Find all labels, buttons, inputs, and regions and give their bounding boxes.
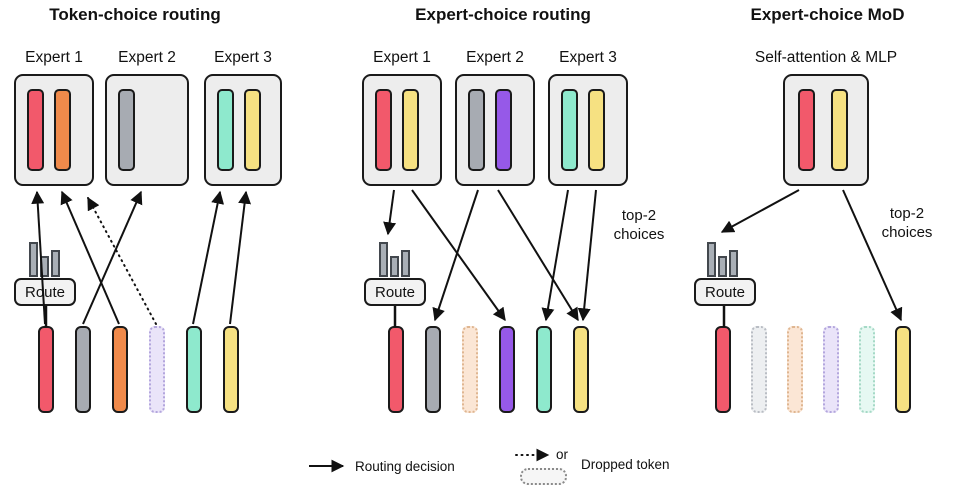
hist-bar (401, 250, 410, 277)
routing-arrow (82, 190, 143, 325)
token-red (38, 326, 54, 413)
token-dropped-peach (787, 326, 803, 413)
expert-slot-orange (54, 89, 71, 171)
token-dropped-lavender (823, 326, 839, 413)
token-red (388, 326, 404, 413)
top2-choices-annotation: top-2 choices (881, 205, 933, 241)
routing-arrow (411, 189, 506, 322)
hist-bar (379, 242, 388, 277)
token-red (715, 326, 731, 413)
panel-title-expert-choice-mod: Expert-choice MoD (750, 5, 905, 24)
token-teal (186, 326, 202, 413)
token-yellow (895, 326, 911, 413)
routing-arrow (577, 189, 597, 322)
token-dropped-lavender (149, 326, 165, 413)
routing-arrow (192, 190, 225, 325)
hist-bar (729, 250, 738, 277)
router-histogram-icon (379, 242, 410, 277)
self-attention-mlp-box (783, 74, 869, 186)
route-box: Route (14, 278, 76, 306)
expert-slot-yellow (402, 89, 419, 171)
expert-2-label: Expert 2 (466, 49, 524, 66)
expert-box-3 (204, 74, 282, 186)
expert-slot-teal (561, 89, 578, 171)
expert-slot-purple (495, 89, 512, 171)
dropped-token-arrow (87, 196, 157, 325)
legend-dropped-token-box (520, 468, 567, 485)
expert-slot-red (375, 89, 392, 171)
routing-arrow (383, 189, 397, 236)
hist-bar (707, 242, 716, 277)
route-box: Route (694, 278, 756, 306)
expert-3-label: Expert 3 (559, 49, 617, 66)
hist-bar (718, 256, 727, 277)
expert-slot-red (798, 89, 815, 171)
expert-slot-gray (118, 89, 135, 171)
hist-bar (40, 256, 49, 277)
expert-slot-yellow (831, 89, 848, 171)
routing-arrow (541, 189, 569, 322)
routing-arrow (229, 190, 252, 325)
routing-arrow (720, 189, 800, 233)
top2-choices-annotation: top-2 choices (613, 207, 665, 243)
expert-1-label: Expert 1 (25, 49, 83, 66)
token-gray (425, 326, 441, 413)
token-dropped-gray (751, 326, 767, 413)
expert-slot-yellow (244, 89, 261, 171)
token-dropped-mint (859, 326, 875, 413)
expert-slot-red (27, 89, 44, 171)
expert-3-label: Expert 3 (214, 49, 272, 66)
panel-title-expert-choice: Expert-choice routing (415, 5, 591, 24)
token-yellow (223, 326, 239, 413)
token-orange (112, 326, 128, 413)
routing-arrow (432, 189, 479, 322)
hist-bar (51, 250, 60, 277)
token-yellow (573, 326, 589, 413)
hist-bar (29, 242, 38, 277)
token-dropped-peach (462, 326, 478, 413)
router-histogram-icon (29, 242, 60, 277)
expert-slot-yellow (588, 89, 605, 171)
expert-1-label: Expert 1 (373, 49, 431, 66)
hist-bar (390, 256, 399, 277)
expert-2-label: Expert 2 (118, 49, 176, 66)
legend-or-label: or (556, 447, 569, 462)
expert-slot-teal (217, 89, 234, 171)
token-gray (75, 326, 91, 413)
route-box: Route (364, 278, 426, 306)
token-purple (499, 326, 515, 413)
router-histogram-icon (707, 242, 738, 277)
legend-dropped-token-label: Dropped token (581, 457, 670, 472)
routing-arrow (497, 189, 579, 322)
token-teal (536, 326, 552, 413)
expert-slot-gray (468, 89, 485, 171)
self-attention-mlp-label: Self-attention & MLP (754, 49, 898, 66)
panel-title-token-choice: Token-choice routing (49, 5, 221, 24)
legend-routing-decision-label: Routing decision (355, 459, 455, 474)
